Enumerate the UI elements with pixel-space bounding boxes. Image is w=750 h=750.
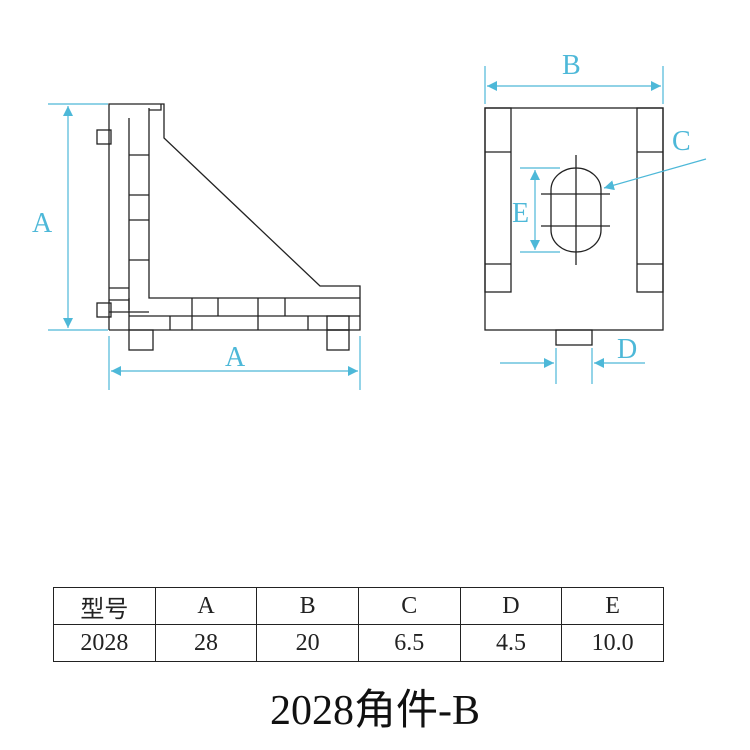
product-caption: 2028角件-B — [269, 688, 480, 734]
header-b: B — [256, 587, 359, 625]
dim-label-b: B — [562, 50, 581, 81]
technical-drawing: A A B C E D — [32, 50, 707, 390]
header-e: E — [561, 587, 664, 625]
dim-label-e: E — [512, 198, 529, 229]
header-c: C — [357, 587, 461, 625]
cell-a: 28 — [154, 624, 258, 662]
dim-label-a-vertical: A — [32, 208, 53, 239]
cell-e: 10.0 — [561, 624, 664, 662]
cell-c: 6.5 — [357, 624, 461, 662]
header-d: D — [459, 587, 563, 625]
spec-table: 型号 A B C D E 2028 28 20 6.5 4.5 10.0 — [53, 587, 664, 662]
spec-table-header-row: 型号 A B C D E — [53, 587, 664, 625]
cell-b: 20 — [256, 624, 359, 662]
dimension-lines-right — [484, 66, 707, 384]
header-model: 型号 — [53, 587, 156, 625]
cell-d: 4.5 — [459, 624, 563, 662]
dimension-lines-left — [48, 103, 361, 390]
dim-label-a-horizontal: A — [225, 342, 246, 373]
spec-table-row: 2028 28 20 6.5 4.5 10.0 — [53, 624, 664, 662]
bracket-side-view — [96, 103, 361, 351]
bracket-front-view — [484, 107, 664, 346]
dim-label-d: D — [617, 334, 637, 365]
cell-model: 2028 — [53, 624, 156, 662]
header-a: A — [154, 587, 258, 625]
dim-label-c: C — [672, 126, 691, 157]
